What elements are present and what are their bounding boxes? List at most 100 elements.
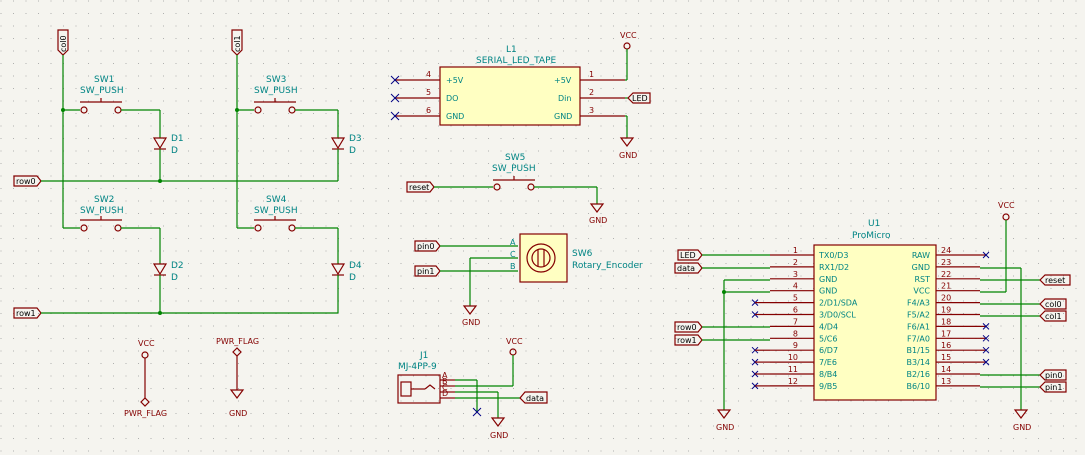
label-data-2[interactable]: data xyxy=(674,262,703,274)
pwr-flag-label-2: PWR_FLAG xyxy=(216,337,259,346)
u1-left-pin-num: 7 xyxy=(793,317,798,326)
u1-right-pin-name: GND xyxy=(912,263,930,272)
vcc-label-1: VCC xyxy=(138,339,155,348)
u1-value: ProMicro xyxy=(852,231,891,241)
label-pin0-2[interactable]: pin0 xyxy=(1039,369,1067,381)
label-pin0-1-text: pin0 xyxy=(417,242,434,251)
key-matrix: col0 col1 SW1 SW_PUSH D1 D xyxy=(13,29,362,319)
u1-right-pin-num: 20 xyxy=(941,294,951,303)
label-led-2-text: LED xyxy=(680,251,696,260)
u1-left-pin-num: 5 xyxy=(793,294,798,303)
u1-left-pin-name: 5/C6 xyxy=(819,334,837,343)
enc-pin-b: B xyxy=(510,262,516,271)
gnd-label-enc: GND xyxy=(462,318,480,327)
d2-value: D xyxy=(171,273,178,283)
label-col1-text: col1 xyxy=(233,35,242,52)
l1-pin1-name: +5V xyxy=(554,76,572,85)
u1-right-pin-name: VCC xyxy=(913,287,930,296)
switch-sw2[interactable]: SW2 SW_PUSH xyxy=(63,195,160,232)
gnd-label-led: GND xyxy=(619,151,637,160)
l1-pin5-name: DO xyxy=(446,94,458,103)
sw6-ref: SW6 xyxy=(572,249,593,259)
label-pin1-2[interactable]: pin1 xyxy=(1039,381,1067,393)
sw4-ref: SW4 xyxy=(266,195,287,205)
label-col0[interactable]: col0 xyxy=(57,29,69,56)
vcc-led: VCC xyxy=(620,31,637,81)
u1-left-pin-name: GND xyxy=(819,287,837,296)
u1-left-pin-num: 3 xyxy=(793,270,798,279)
sw2-ref: SW2 xyxy=(94,195,114,205)
sw6-value: Rotary_Encoder xyxy=(572,261,643,271)
diode-d3[interactable]: D3 D xyxy=(330,110,362,181)
gnd-led: GND xyxy=(619,115,637,160)
label-col0-2-text: col0 xyxy=(1045,300,1062,309)
j1-pin-b: B xyxy=(442,377,448,386)
label-row0[interactable]: row0 xyxy=(13,175,42,187)
u1-right-pin-num: 16 xyxy=(941,341,951,350)
u1-left-pin-num: 11 xyxy=(788,365,798,374)
gnd-mcu-left: GND xyxy=(716,409,734,432)
u1-right-pin-name: F5/A2 xyxy=(907,311,930,320)
l1-pin6: 6 xyxy=(426,106,431,115)
label-reset-1[interactable]: reset xyxy=(406,181,435,193)
jack-j1[interactable]: J1 MJ-4PP-9 A B C D xyxy=(397,351,455,404)
d4-value: D xyxy=(349,273,356,283)
sw1-value: SW_PUSH xyxy=(80,86,124,96)
l1-pin6-name: GND xyxy=(446,112,464,121)
u1-right-pin-num: 22 xyxy=(941,270,951,279)
l1-pin2-name: Din xyxy=(558,94,571,103)
led-tape-l1[interactable]: L1 SERIAL_LED_TAPE 4 5 6 +5V DO GND 1 2 … xyxy=(390,45,625,126)
label-reset-2-text: reset xyxy=(1045,276,1065,285)
u1-right-pin-num: 14 xyxy=(941,365,951,374)
switch-sw5[interactable]: SW5 SW_PUSH xyxy=(492,153,536,191)
d3-value: D xyxy=(349,146,356,156)
label-led-2[interactable]: LED xyxy=(677,249,703,261)
j1-ref: J1 xyxy=(419,351,428,361)
label-row0-2[interactable]: row0 xyxy=(674,321,703,333)
gnd-label-reset: GND xyxy=(589,216,607,225)
label-col0-2[interactable]: col0 xyxy=(1039,298,1067,310)
diode-d1[interactable]: D1 D xyxy=(152,110,184,181)
u1-right-pin-name: F4/A3 xyxy=(907,299,930,308)
label-row1[interactable]: row1 xyxy=(13,307,42,319)
diode-d4[interactable]: D4 D xyxy=(330,228,362,313)
u1-right-pin-num: 15 xyxy=(941,353,951,362)
u1-left-pin-name: 6/D7 xyxy=(819,346,838,355)
label-data-1[interactable]: data xyxy=(519,391,548,404)
diode-d2[interactable]: D2 D xyxy=(152,228,184,313)
promicro-u1[interactable]: U1 ProMicro 1TX0/D32RX1/D23GND4GND52/D1/… xyxy=(751,219,990,401)
sw3-value: SW_PUSH xyxy=(254,86,298,96)
gnd-label-mcu-left: GND xyxy=(716,423,734,432)
gnd-jack: GND xyxy=(490,417,508,440)
l1-pin3-name: GND xyxy=(554,112,572,121)
label-row1-2[interactable]: row1 xyxy=(674,334,703,346)
rotary-encoder-sw6[interactable]: A C B SW6 Rotary_Encoder xyxy=(510,233,643,283)
label-pin1-1[interactable]: pin1 xyxy=(414,265,441,277)
u1-right-pin-num: 18 xyxy=(941,317,951,326)
u1-right-pin-name: RAW xyxy=(912,251,930,260)
label-data-1-text: data xyxy=(526,394,544,403)
u1-ref: U1 xyxy=(868,219,880,229)
u1-right-pin-num: 19 xyxy=(941,306,951,315)
u1-left-pin-num: 1 xyxy=(793,246,798,255)
label-reset-2[interactable]: reset xyxy=(1039,274,1071,286)
sw5-ref: SW5 xyxy=(505,153,525,163)
switch-sw3[interactable]: SW3 SW_PUSH xyxy=(237,75,338,114)
label-pin1-2-text: pin1 xyxy=(1045,383,1062,392)
label-col1-2[interactable]: col1 xyxy=(1039,310,1067,322)
vcc-label-led: VCC xyxy=(620,31,637,40)
d2-ref: D2 xyxy=(171,261,184,271)
power-flag-gnd[interactable]: PWR_FLAG GND xyxy=(216,337,259,418)
label-col1[interactable]: col1 xyxy=(231,29,243,56)
switch-sw4[interactable]: SW4 SW_PUSH xyxy=(237,195,338,232)
label-pin1-1-text: pin1 xyxy=(417,267,434,276)
power-flag-vcc[interactable]: VCC PWR_FLAG xyxy=(124,339,167,418)
l1-ref: L1 xyxy=(506,45,517,55)
vcc-jack: VCC xyxy=(455,337,523,387)
label-led-1[interactable]: LED xyxy=(627,92,651,104)
label-row1-text: row1 xyxy=(16,309,36,318)
u1-right-pin-name: B2/16 xyxy=(907,370,930,379)
switch-sw1[interactable]: SW1 SW_PUSH xyxy=(63,75,160,114)
u1-left-pin-name: 9/B5 xyxy=(819,382,837,391)
label-pin0-1[interactable]: pin0 xyxy=(414,240,441,252)
